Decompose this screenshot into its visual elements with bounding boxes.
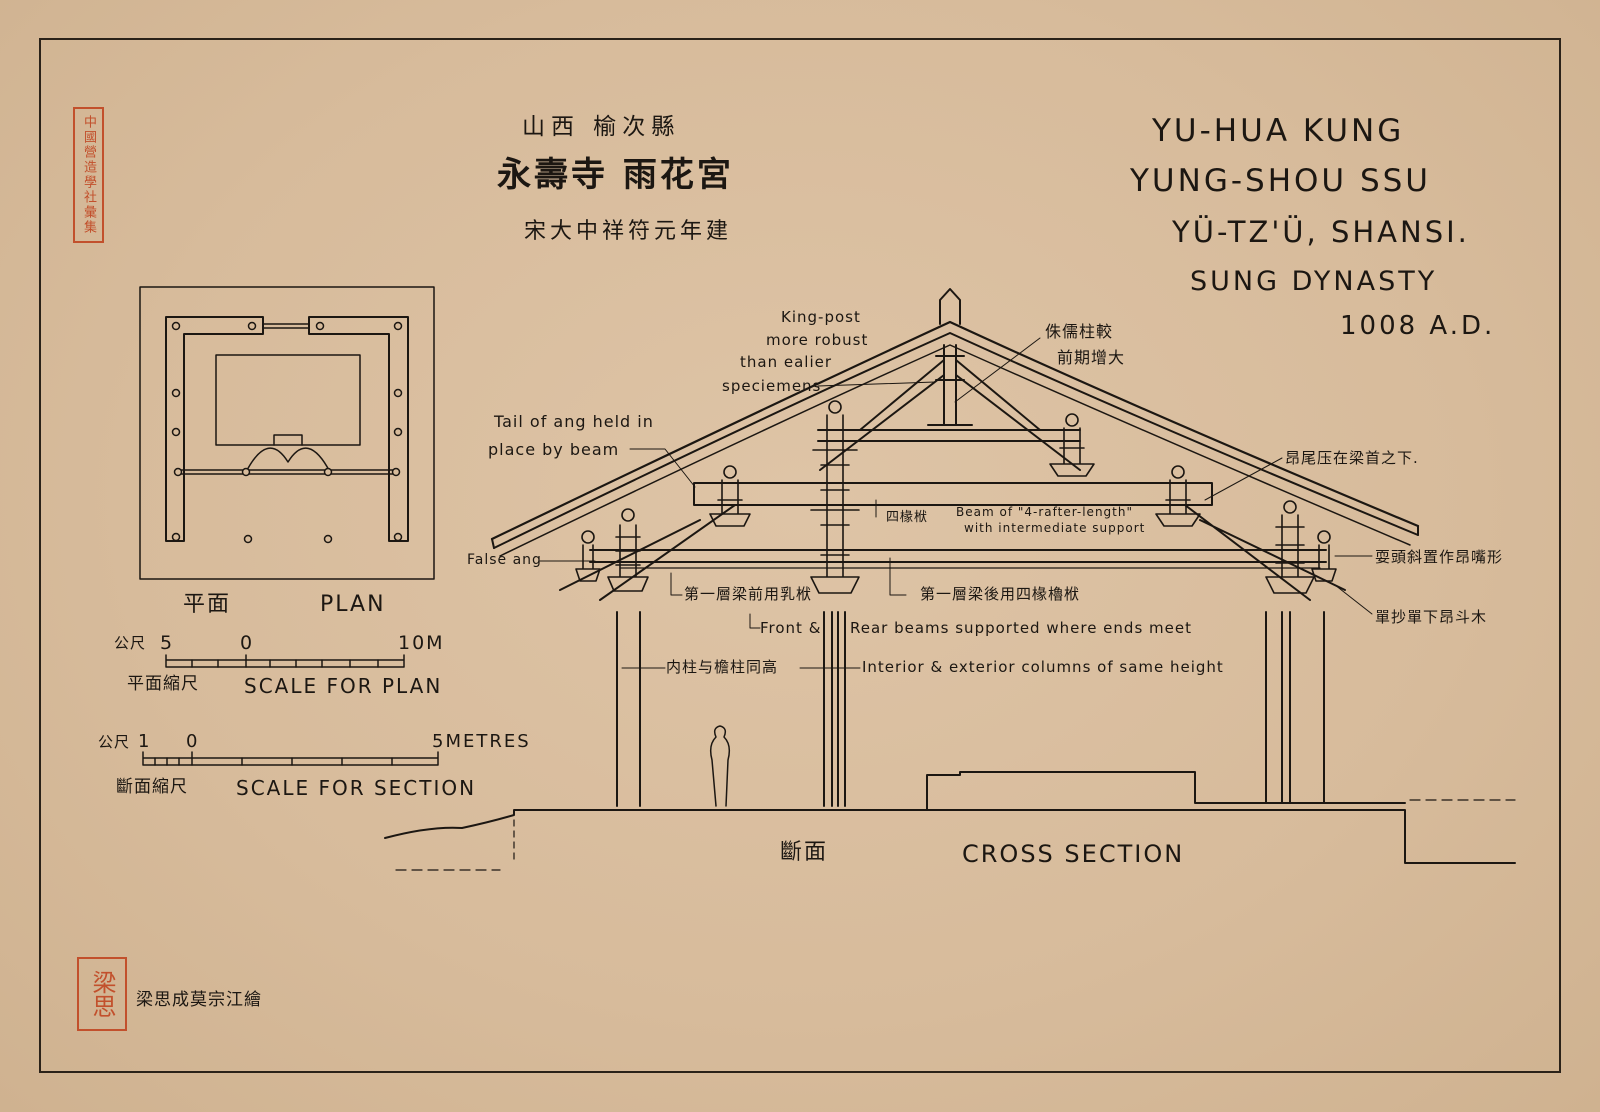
note-tail-ang-1: Tail of ang held in <box>494 412 654 431</box>
section-scale-tick-1: 1 <box>138 731 152 752</box>
section-scale-bar <box>142 751 439 766</box>
title-en-year: 1008 A.D. <box>1340 311 1496 341</box>
title-cn-date: 宋大中祥符元年建 <box>524 219 733 244</box>
plan-scale-unit: 公尺 <box>114 634 147 652</box>
society-seal-text: 中國營造學社彙集 <box>81 115 96 235</box>
note-bracket-cn: 單抄單下昂斗木 <box>1375 608 1488 626</box>
title-en-dynasty: SUNG DYNASTY <box>1190 266 1438 297</box>
section-scale-caption-cn: 斷面縮尺 <box>116 777 188 797</box>
note-four-rafter-1: Beam of "4-rafter-length" <box>956 505 1133 519</box>
plan-scale-caption-cn: 平面縮尺 <box>127 674 199 694</box>
note-tail-ang-2: place by beam <box>488 440 620 459</box>
note-four-rafter-cn: 四椽栿 <box>886 510 929 525</box>
section-scale-unit: 公尺 <box>98 733 131 751</box>
cross-section-drawing <box>384 288 1516 871</box>
note-king-post-2: more robust <box>766 331 869 349</box>
note-same-height: Interior & exterior columns of same heig… <box>862 658 1224 676</box>
annotation-leaders <box>539 337 1373 669</box>
note-four-rafter-2: with intermediate support <box>964 521 1146 535</box>
title-en-hall: YU-HUA KUNG <box>1152 113 1405 149</box>
section-scale-caption-en: SCALE FOR SECTION <box>236 776 477 800</box>
note-king-post-3: than ealier <box>740 353 833 371</box>
note-false-ang: False ang <box>467 552 542 568</box>
note-king-post-1: King-post <box>781 308 861 326</box>
plan-drawing <box>139 286 435 580</box>
note-king-post-4: speciemens <box>722 377 822 395</box>
plan-scale-bar <box>165 654 405 668</box>
section-scale-tick-5m: 5METRES <box>432 731 531 752</box>
signature: 梁思成莫宗江繪 <box>136 990 262 1010</box>
title-cn-temple: 永壽寺 雨花宮 <box>497 155 734 195</box>
note-beams-supported-2: Rear beams supported where ends meet <box>850 619 1192 637</box>
society-seal: 中國營造學社彙集 <box>73 107 104 243</box>
section-caption-cn: 斷面 <box>780 840 829 865</box>
note-shuatou-cn: 耍頭斜置作昂嘴形 <box>1375 548 1504 566</box>
note-first-beam-front-cn: 第一層梁前用乳栿 <box>684 585 813 603</box>
title-en-location: YÜ-TZ'Ü, SHANSI. <box>1172 215 1470 249</box>
plan-scale-tick-10m: 10M <box>398 632 445 654</box>
note-inner-col-cn: 内柱与檐柱同高 <box>666 658 779 676</box>
note-beams-supported-1: Front & <box>760 619 822 637</box>
title-en-temple: YUNG-SHOU SSU <box>1130 163 1432 199</box>
plan-scale-tick-5: 5 <box>160 632 175 654</box>
plan-caption-cn: 平面 <box>183 592 232 617</box>
section-caption-en: CROSS SECTION <box>962 840 1185 868</box>
artist-seal: 梁思 <box>77 957 127 1031</box>
note-king-post-cn-1: 侏儒柱較 <box>1045 322 1114 341</box>
plan-caption-en: PLAN <box>320 592 386 617</box>
artist-seal-text: 梁思 <box>88 970 116 1018</box>
note-first-beam-rear-cn: 第一層梁後用四椽櫓栿 <box>920 585 1081 603</box>
section-scale-tick-0: 0 <box>186 731 200 752</box>
note-ang-tail-cn: 昂尾压在梁首之下. <box>1285 449 1419 467</box>
plan-scale-tick-0: 0 <box>240 632 255 654</box>
drawing-border <box>39 38 1561 1073</box>
note-king-post-cn-2: 前期增大 <box>1057 348 1126 367</box>
title-cn-location: 山西 榆次縣 <box>522 114 681 140</box>
plan-scale-caption-en: SCALE FOR PLAN <box>244 674 443 698</box>
